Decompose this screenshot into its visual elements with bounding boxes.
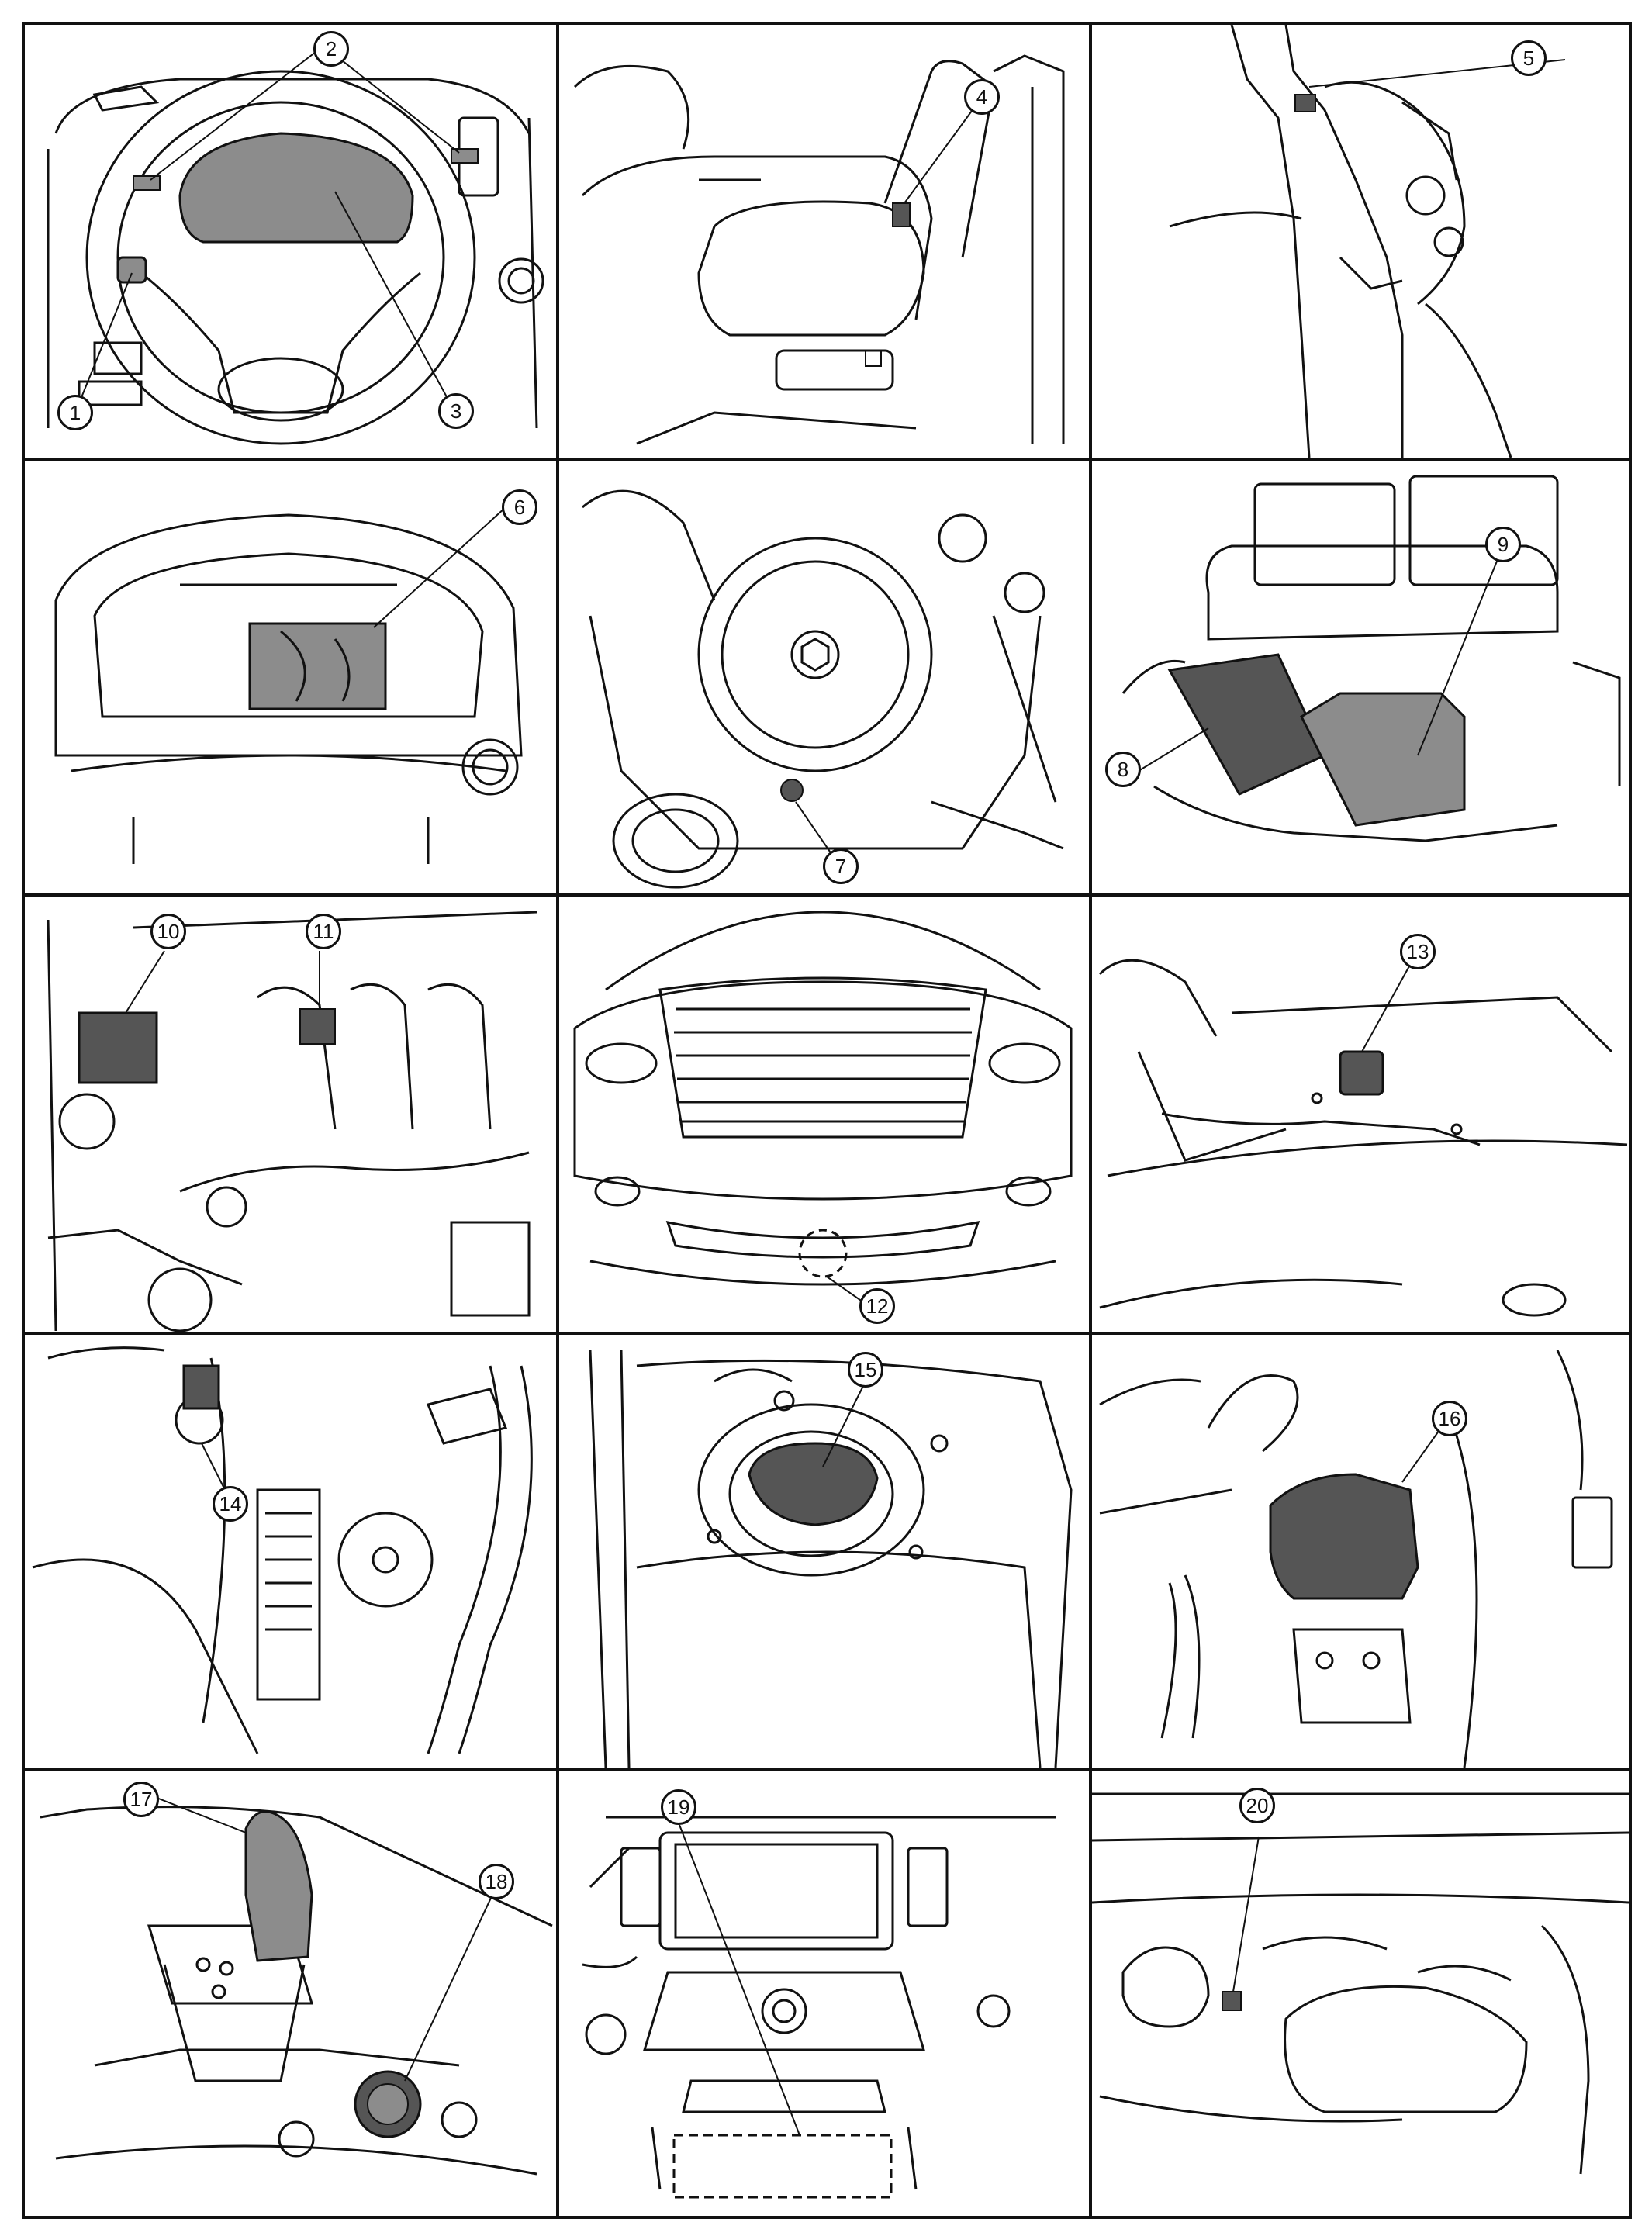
panel-vehicle-front: 12 <box>559 897 1089 1332</box>
callout-2: 2 <box>313 31 349 67</box>
steering-wheel-illustration <box>47 51 544 445</box>
callout-7: 7 <box>823 848 859 884</box>
callout-11: 11 <box>306 914 341 949</box>
grid-divider <box>25 1768 1629 1771</box>
grid-divider <box>25 893 1629 897</box>
control-units-illustration <box>1121 475 1621 842</box>
callout-4: 4 <box>964 79 1000 115</box>
panel-engine-bay: 10 11 <box>25 897 556 1332</box>
shift-selector-illustration <box>40 1797 553 2176</box>
panel-center-console: 19 <box>559 1771 1089 2216</box>
panel-control-units: 8 9 <box>1092 461 1629 893</box>
panel-fuel-pump: 15 <box>559 1335 1089 1768</box>
callout-6: 6 <box>502 489 537 525</box>
center-console-illustration <box>582 1816 1056 2199</box>
grid-divider <box>556 25 559 2216</box>
callout-12: 12 <box>859 1288 895 1324</box>
crank-pulley-illustration <box>582 489 1064 889</box>
vehicle-front-illustration <box>573 911 1073 1305</box>
panel-crankshaft-pulley: 7 <box>559 461 1089 893</box>
panel-grid: 1 2 3 4 <box>22 22 1632 2219</box>
callout-16: 16 <box>1432 1401 1467 1436</box>
driver-seat-illustration <box>573 54 1065 445</box>
cluster-display <box>178 132 414 244</box>
callout-10: 10 <box>150 914 186 949</box>
grid-divider <box>1089 25 1092 2216</box>
panel-pedal-bracket: 5 <box>1092 25 1629 458</box>
panel-dash-opening: 6 <box>25 461 556 893</box>
panel-module-bracket: 16 <box>1092 1335 1629 1768</box>
panel-engine-side: 14 <box>25 1335 556 1768</box>
callout-9: 9 <box>1485 527 1521 562</box>
callout-1: 1 <box>57 395 93 430</box>
module-bracket-illustration <box>1099 1350 1613 1768</box>
callout-8: 8 <box>1105 752 1141 787</box>
grid-divider <box>25 1332 1629 1335</box>
engine-relay-illustration <box>1092 1792 1629 2175</box>
callout-15: 15 <box>848 1352 883 1388</box>
engine-side-illustration <box>32 1346 533 1754</box>
panel-shift-selector: 17 18 <box>25 1771 556 2216</box>
panel-cargo-area: 13 <box>1092 897 1629 1332</box>
panel-instrument-cluster: 1 2 3 <box>25 25 556 458</box>
callout-3: 3 <box>438 393 474 429</box>
dash-opening-illustration <box>54 506 523 864</box>
callout-14: 14 <box>213 1486 248 1522</box>
fuel-pump-illustration <box>589 1350 1073 1768</box>
callout-17: 17 <box>123 1782 159 1817</box>
callout-13: 13 <box>1400 934 1436 969</box>
callout-5: 5 <box>1511 40 1547 76</box>
callout-20: 20 <box>1239 1788 1275 1823</box>
callout-18: 18 <box>479 1864 514 1899</box>
cargo-area-illustration <box>1098 950 1628 1317</box>
pedal-bracket-illustration <box>1169 25 1566 458</box>
engine-bay-illustration <box>47 911 537 1332</box>
grid-divider <box>25 458 1629 461</box>
callout-19: 19 <box>661 1789 696 1825</box>
panel-driver-seat: 4 <box>559 25 1089 458</box>
panel-engine-relay: 20 <box>1092 1771 1629 2216</box>
